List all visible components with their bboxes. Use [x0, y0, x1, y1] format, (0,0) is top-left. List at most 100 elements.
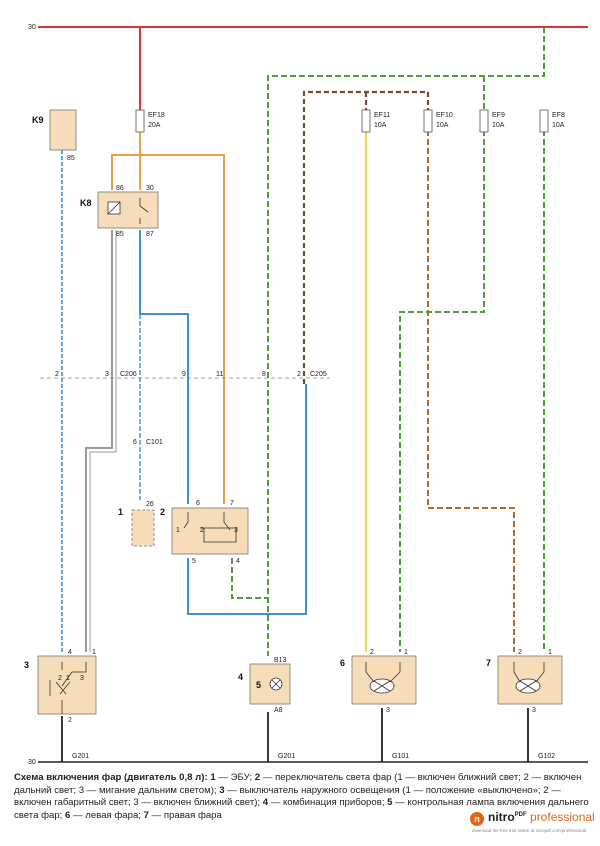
nitro-brand-sup: PDF: [514, 812, 527, 818]
c206-pin-2: 2: [55, 371, 59, 378]
fuse-ef10-name: EF10: [436, 112, 453, 119]
fuse-ef8: EF8 10A: [539, 109, 565, 133]
nitro-brand-suffix: professional: [530, 810, 595, 824]
power-rail: 30: [28, 24, 588, 31]
switch3-pos-3: 3: [80, 675, 84, 682]
caption-text-3: — выключатель наружного освещения (1 — п…: [14, 784, 561, 809]
c206-label: C206: [120, 371, 137, 378]
c205-pin-11: 11: [216, 371, 223, 378]
ground-g201-b: G201: [278, 753, 295, 760]
c205-pin-9: 9: [182, 371, 186, 378]
caption-text-1: — ЭБУ;: [215, 772, 255, 783]
c205-pin-2: 2: [297, 371, 301, 378]
fuse-ef9-name: EF9: [492, 112, 505, 119]
c101-label: C101: [146, 439, 163, 446]
fuse-ef10: EF10 10A: [423, 109, 453, 133]
fuse-ef18-name: EF18: [148, 112, 165, 119]
ground-labels: G201 G201 G101 G102: [72, 753, 555, 760]
headlight-switch-2: 2 1 2 3 6 7 5 4: [160, 500, 249, 565]
fuse-ef9: EF9 10A: [479, 109, 505, 133]
switch3-pos-1: 1: [66, 675, 70, 682]
relay-k9-pin-85: 85: [67, 155, 75, 162]
relay-k8-pin-85: 85: [116, 231, 124, 238]
fuse-ef10-rating: 10A: [436, 122, 449, 129]
wire-blue-k8-87: [139, 230, 189, 504]
caption-text-2: — переключатель света фар (1 — включен б…: [14, 772, 582, 796]
switch2-pin-5: 5: [192, 558, 196, 565]
caption-num-6: 6: [65, 809, 71, 821]
ground-g101: G101: [392, 753, 409, 760]
caption-num-4: 4: [262, 797, 269, 808]
ecu-label: 1: [118, 507, 123, 517]
fuse-ef11: EF11 10A: [361, 109, 390, 133]
caption-num-7: 7: [143, 809, 149, 821]
instrument-cluster-4: 4 5 B13 A8: [238, 657, 291, 714]
caption-title: Схема включения фар (двигатель 0,8 л):: [14, 772, 208, 783]
wire-green-sw2: [231, 558, 268, 599]
switch2-pos-1: 1: [176, 527, 180, 534]
relay-k8-pin-87: 87: [146, 231, 154, 238]
left-headlamp-6: 6 2 1 3: [340, 649, 417, 714]
right-headlamp-label: 7: [486, 658, 491, 668]
relay-k9-label: K9: [32, 115, 44, 125]
wire-grey-k8-85: [85, 230, 113, 652]
connector-c101: 6 C101: [133, 439, 163, 446]
caption-num-5: 5: [387, 797, 393, 808]
right-headlamp-pin-2: 2: [518, 649, 522, 656]
switch3-pin-1: 1: [92, 649, 96, 656]
caption-text-6: — левая фара;: [70, 809, 144, 821]
wiring-diagram: 30 30 2 3 C206 9 11 8 2 C205 6 C: [24, 24, 588, 766]
fuse-ef8-name: EF8: [552, 112, 565, 119]
fuse-ef18-rating: 20A: [148, 122, 161, 129]
wire-blue-loop: [187, 384, 307, 615]
wire-brown-ef10: [427, 130, 515, 652]
ecu-pin-26: 26: [146, 501, 154, 508]
caption-num-1: 1: [210, 772, 216, 783]
c205-pin-8: 8: [262, 371, 266, 378]
c101-pin: 6: [133, 439, 137, 446]
switch2-pos-3: 3: [234, 527, 238, 534]
left-headlamp-pin-2: 2: [370, 649, 374, 656]
switch3-pin-2: 2: [68, 717, 72, 724]
caption-num-2: 2: [254, 772, 261, 783]
nitro-brand: nitroPDF professional: [488, 810, 595, 824]
wire-orange-switch: [111, 154, 225, 504]
nitro-logo-icon: n: [470, 812, 484, 826]
left-headlamp-pin-1: 1: [404, 649, 408, 656]
right-headlamp-pin-1: 1: [548, 649, 552, 656]
light-switch-3: 3 2 1 3 4 1 2: [24, 649, 97, 724]
left-headlamp-label: 6: [340, 658, 345, 668]
rail-bottom-label: 30: [28, 759, 36, 766]
wire-black-grounds: [61, 708, 529, 762]
relay-k9: K9 85: [32, 109, 77, 162]
relay-k8-pin-86: 86: [116, 185, 124, 192]
caption-text-7: — правая фара: [148, 809, 222, 821]
fuse-ef8-rating: 10A: [552, 122, 565, 129]
relay-k8: K8 86 30 85 87: [80, 185, 159, 238]
wire-green-bus: [267, 27, 545, 656]
right-headlamp-pin-3: 3: [532, 707, 536, 714]
nitro-watermark: n nitroPDF professional download the fre…: [468, 808, 596, 838]
fuse-ef9-rating: 10A: [492, 122, 505, 129]
ground-g201-a: G201: [72, 753, 89, 760]
instrument-cluster-label: 4: [238, 672, 243, 682]
wire-green-ef9: [399, 76, 485, 652]
diagram-caption: Схема включения фар (двигатель 0,8 л): 1…: [14, 772, 590, 822]
caption-text-4: — комбинация приборов;: [268, 797, 388, 808]
ground-g102: G102: [538, 753, 555, 760]
ground-rail: 30: [28, 759, 588, 766]
caption-text-5: — контрольная лампа включения дальнего с…: [14, 797, 589, 821]
switch3-pos-2: 2: [58, 675, 62, 682]
right-headlamp-7: 7 2 1 3: [486, 649, 563, 714]
c206-pin-3: 3: [105, 371, 109, 378]
connector-line-c206-c205: 2 3 C206 9 11 8 2 C205: [40, 371, 330, 379]
light-switch-label: 3: [24, 660, 29, 670]
switch2-pin-4: 4: [236, 558, 240, 565]
switch2-pin-7: 7: [230, 500, 234, 507]
fuse-ef18: EF18 20A: [135, 109, 165, 133]
rail-top-label: 30: [28, 24, 36, 31]
cluster-pin-a8: A8: [274, 707, 283, 714]
headlight-switch-label: 2: [160, 507, 165, 517]
caption-num-3: 3: [219, 784, 225, 796]
left-headlamp-pin-3: 3: [386, 707, 390, 714]
